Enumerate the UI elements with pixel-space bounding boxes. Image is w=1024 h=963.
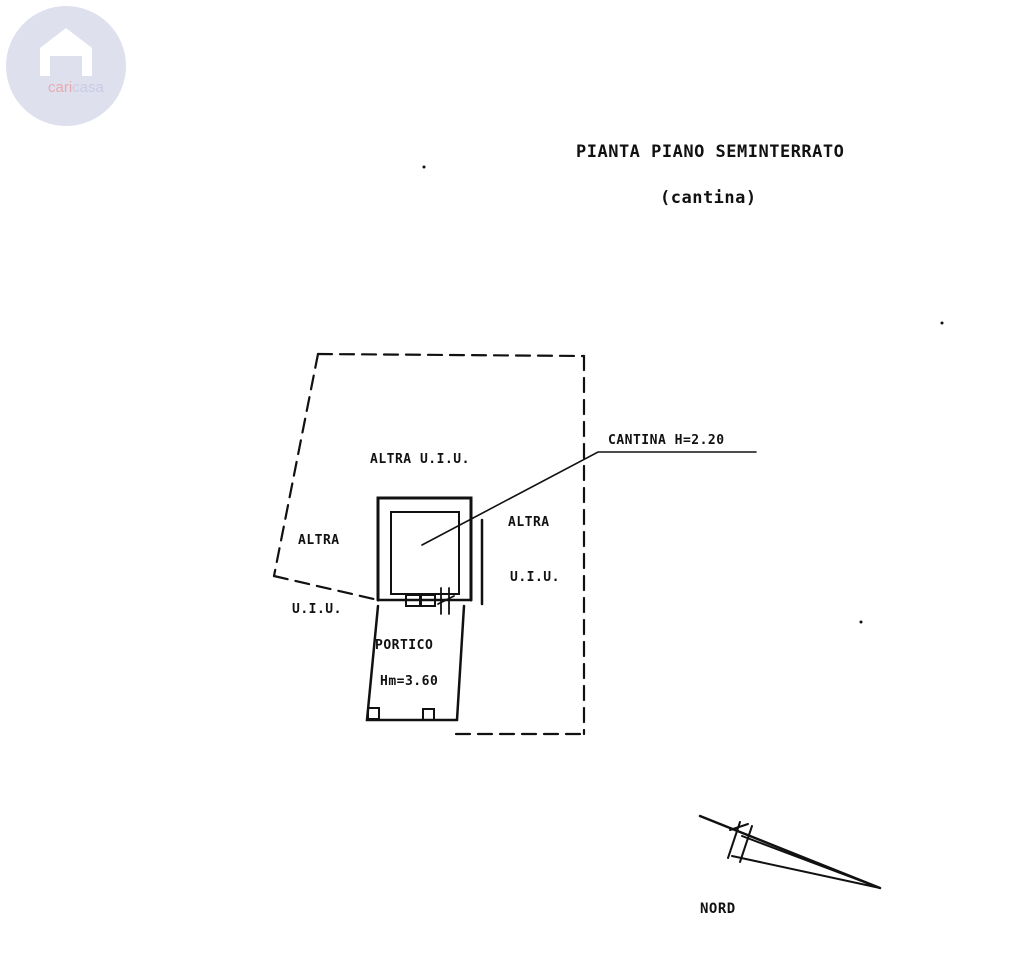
- label-portico: PORTICO: [375, 638, 434, 653]
- speck: [422, 165, 426, 169]
- label-altra-left-1: ALTRA: [298, 533, 340, 548]
- boundary-top: [316, 352, 586, 358]
- cantina-inner-wall: [390, 511, 460, 595]
- label-nord: NORD: [700, 901, 736, 917]
- plan-subtitle: (cantina): [660, 188, 757, 208]
- north-arrow-head: [731, 835, 881, 889]
- portico-outline: [365, 604, 466, 722]
- label-altra-left-2: U.I.U.: [292, 602, 342, 617]
- cantina-leader-line: [421, 451, 757, 546]
- stair-mark: [437, 587, 455, 615]
- logo-text-b: casa: [72, 79, 104, 96]
- portico-pillar-right: [422, 708, 435, 721]
- label-altra-uiu-top: ALTRA U.I.U.: [370, 452, 470, 467]
- label-portico-height: Hm=3.60: [380, 674, 439, 689]
- logo-text: caricasa: [48, 79, 105, 96]
- portico-pillar-left: [367, 707, 380, 720]
- label-cantina: CANTINA H=2.20: [608, 433, 725, 448]
- door-jamb-right: [420, 594, 436, 607]
- boundary-bottom-left: [272, 574, 380, 602]
- north-arrow-ticks: [727, 821, 753, 863]
- house-door-icon: [50, 56, 82, 76]
- cantina-outer-wall: [376, 496, 473, 602]
- label-altra-right-2: U.I.U.: [510, 570, 560, 585]
- plan-title: PIANTA PIANO SEMINTERRATO: [576, 142, 845, 162]
- caricasa-logo: caricasa: [6, 6, 126, 126]
- label-altra-right-1: ALTRA: [508, 515, 550, 530]
- boundary-left: [272, 352, 320, 578]
- speck: [940, 321, 944, 325]
- logo-text-a: cari: [48, 79, 72, 96]
- speck: [859, 620, 863, 624]
